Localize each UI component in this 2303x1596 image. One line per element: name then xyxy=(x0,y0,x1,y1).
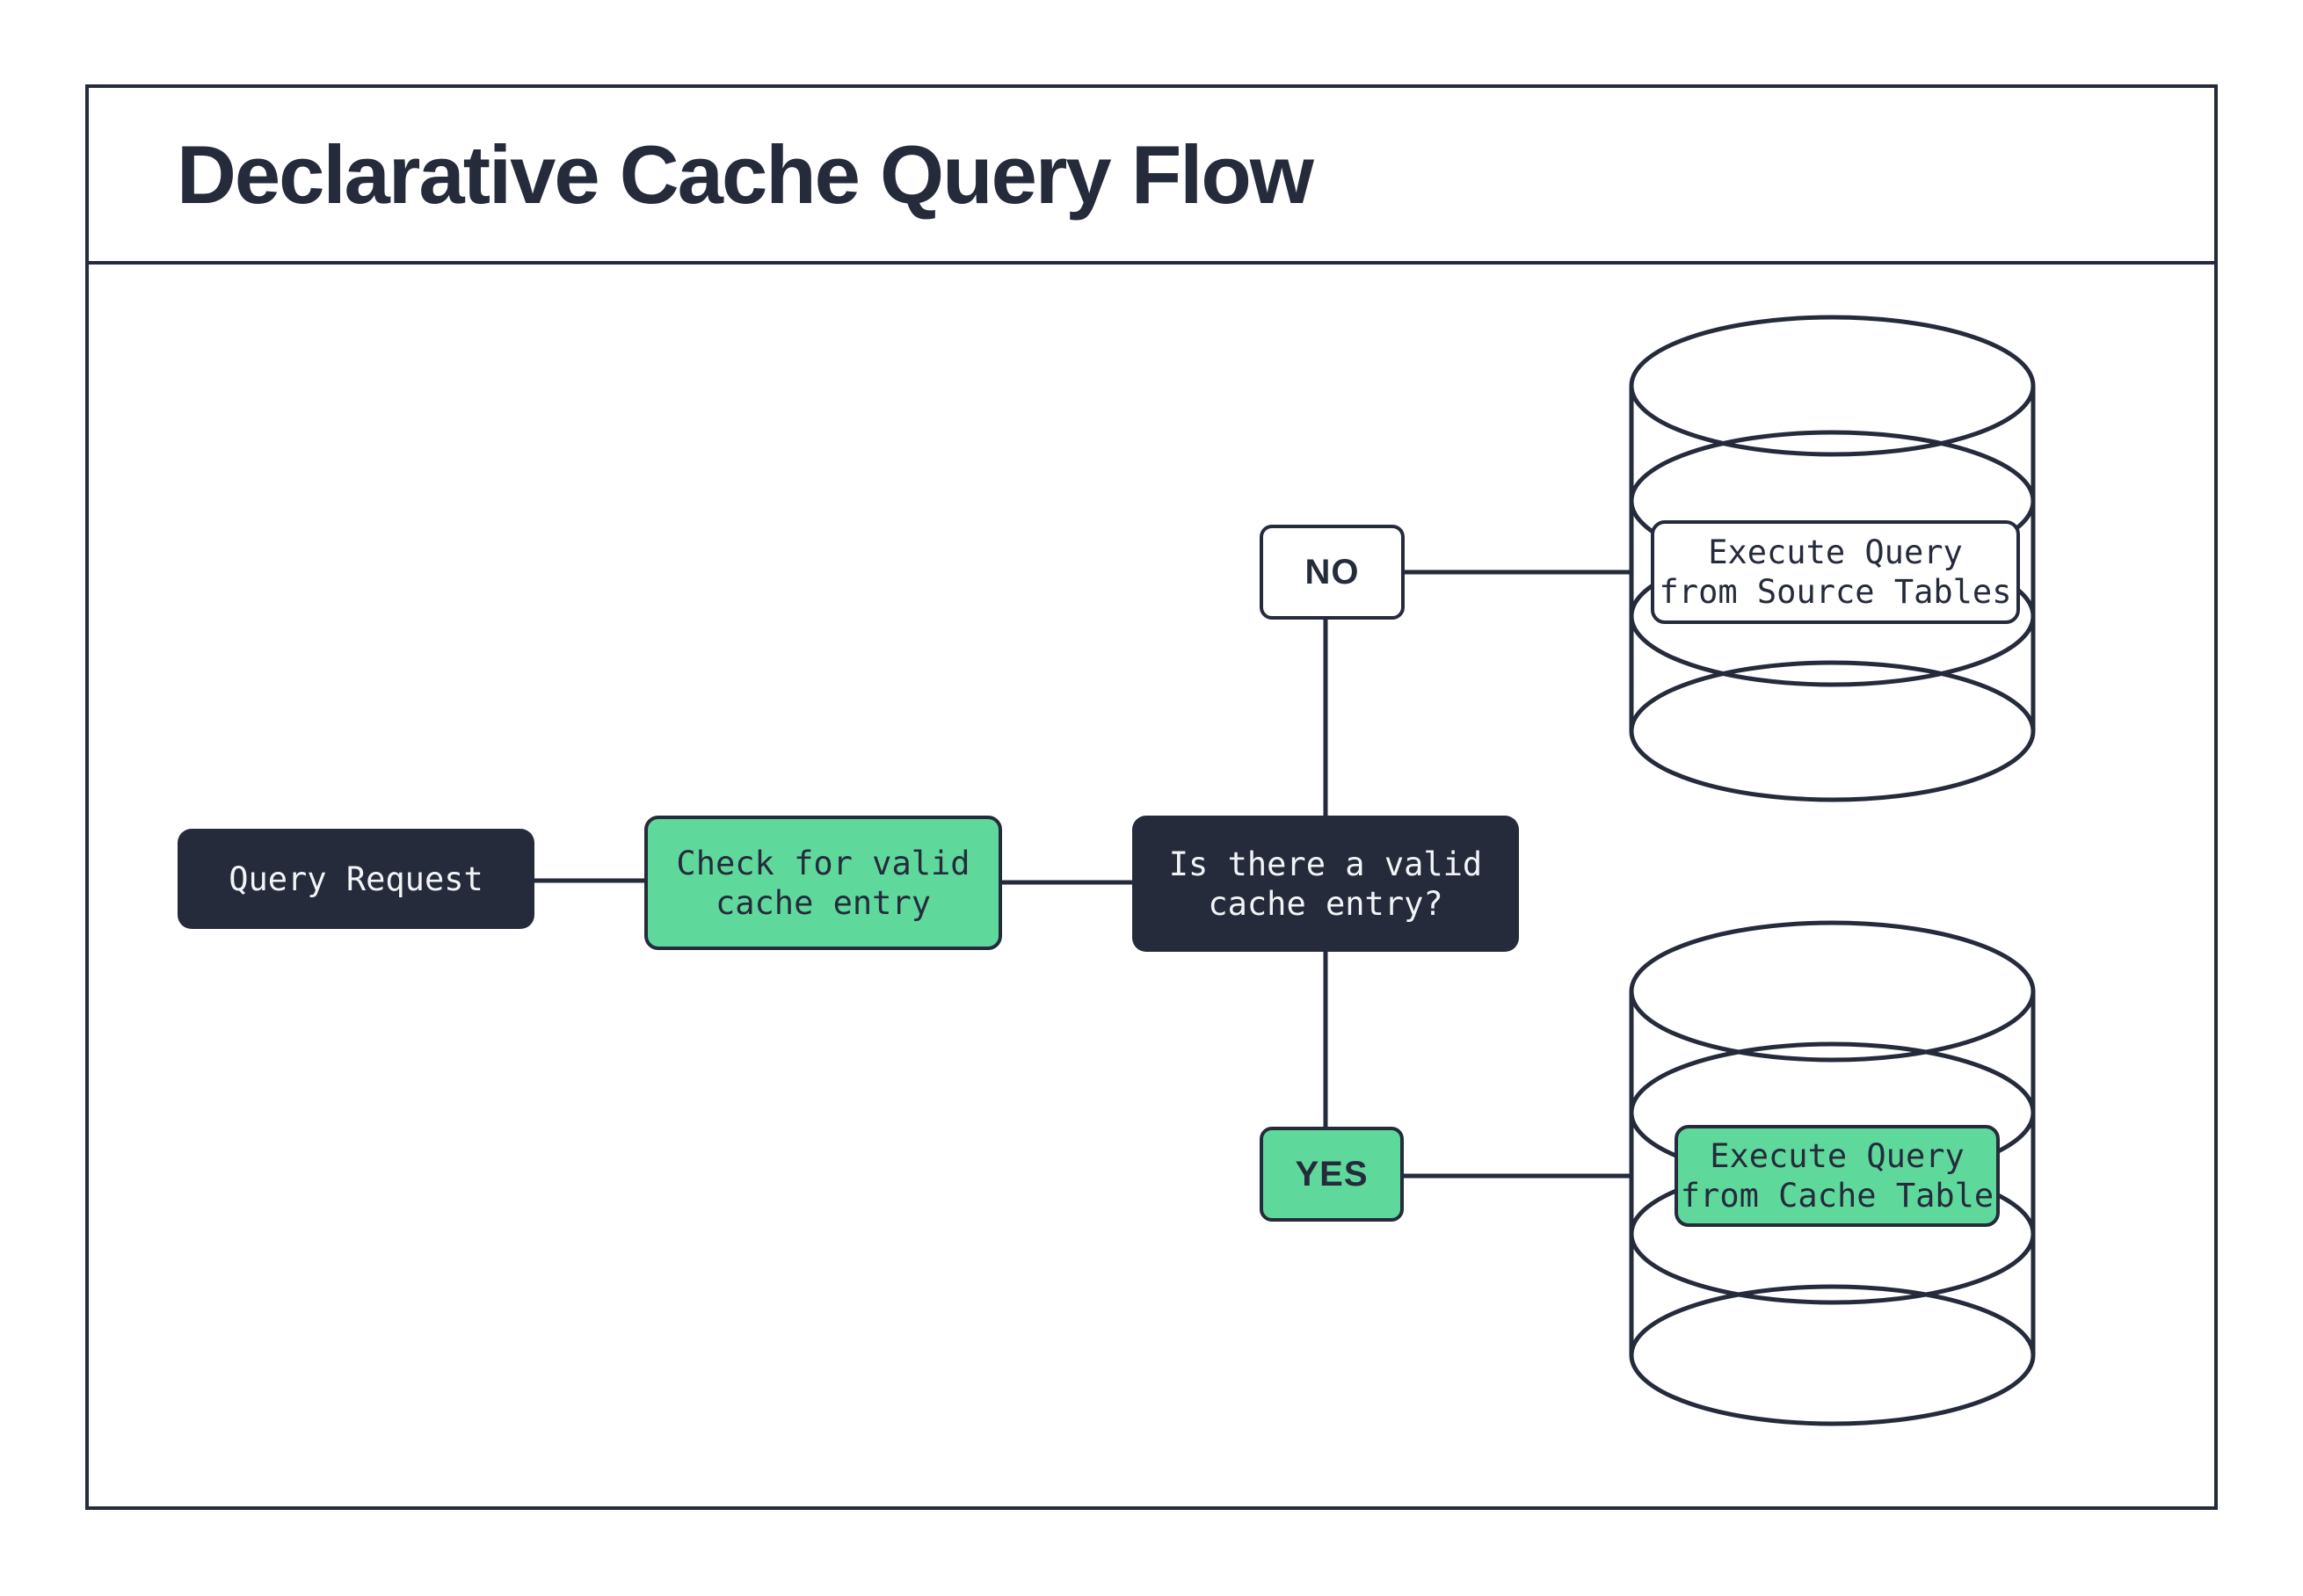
node-execute-cache-line1: Execute Query xyxy=(1710,1137,1965,1175)
node-check-cache-line2: cache entry xyxy=(715,883,932,922)
node-execute-cache-table: Execute Query from Cache Table xyxy=(1675,1125,2000,1227)
branch-yes-box: YES xyxy=(1260,1127,1404,1222)
page-title: Declarative Cache Query Flow xyxy=(177,127,1314,221)
node-query-request: Query Request xyxy=(178,829,534,929)
node-decision-valid-cache: Is there a valid cache entry? xyxy=(1132,816,1519,952)
branch-yes-label: YES xyxy=(1295,1154,1369,1193)
node-decision-line2: cache entry? xyxy=(1208,884,1443,923)
branch-no-label: NO xyxy=(1304,552,1360,591)
diagram-header: Declarative Cache Query Flow xyxy=(89,88,2214,265)
node-check-cache-line1: Check for valid xyxy=(676,844,970,882)
node-execute-cache-line2: from Cache Table xyxy=(1680,1177,1994,1215)
node-check-cache: Check for valid cache entry xyxy=(644,816,1002,950)
node-execute-source-tables: Execute Query from Source Tables xyxy=(1651,520,2020,624)
node-execute-source-line2: from Source Tables xyxy=(1659,573,2012,611)
branch-no-box: NO xyxy=(1260,525,1405,620)
node-decision-line1: Is there a valid xyxy=(1168,845,1483,883)
node-query-request-label: Query Request xyxy=(229,860,483,898)
node-execute-source-line1: Execute Query xyxy=(1708,533,1963,571)
